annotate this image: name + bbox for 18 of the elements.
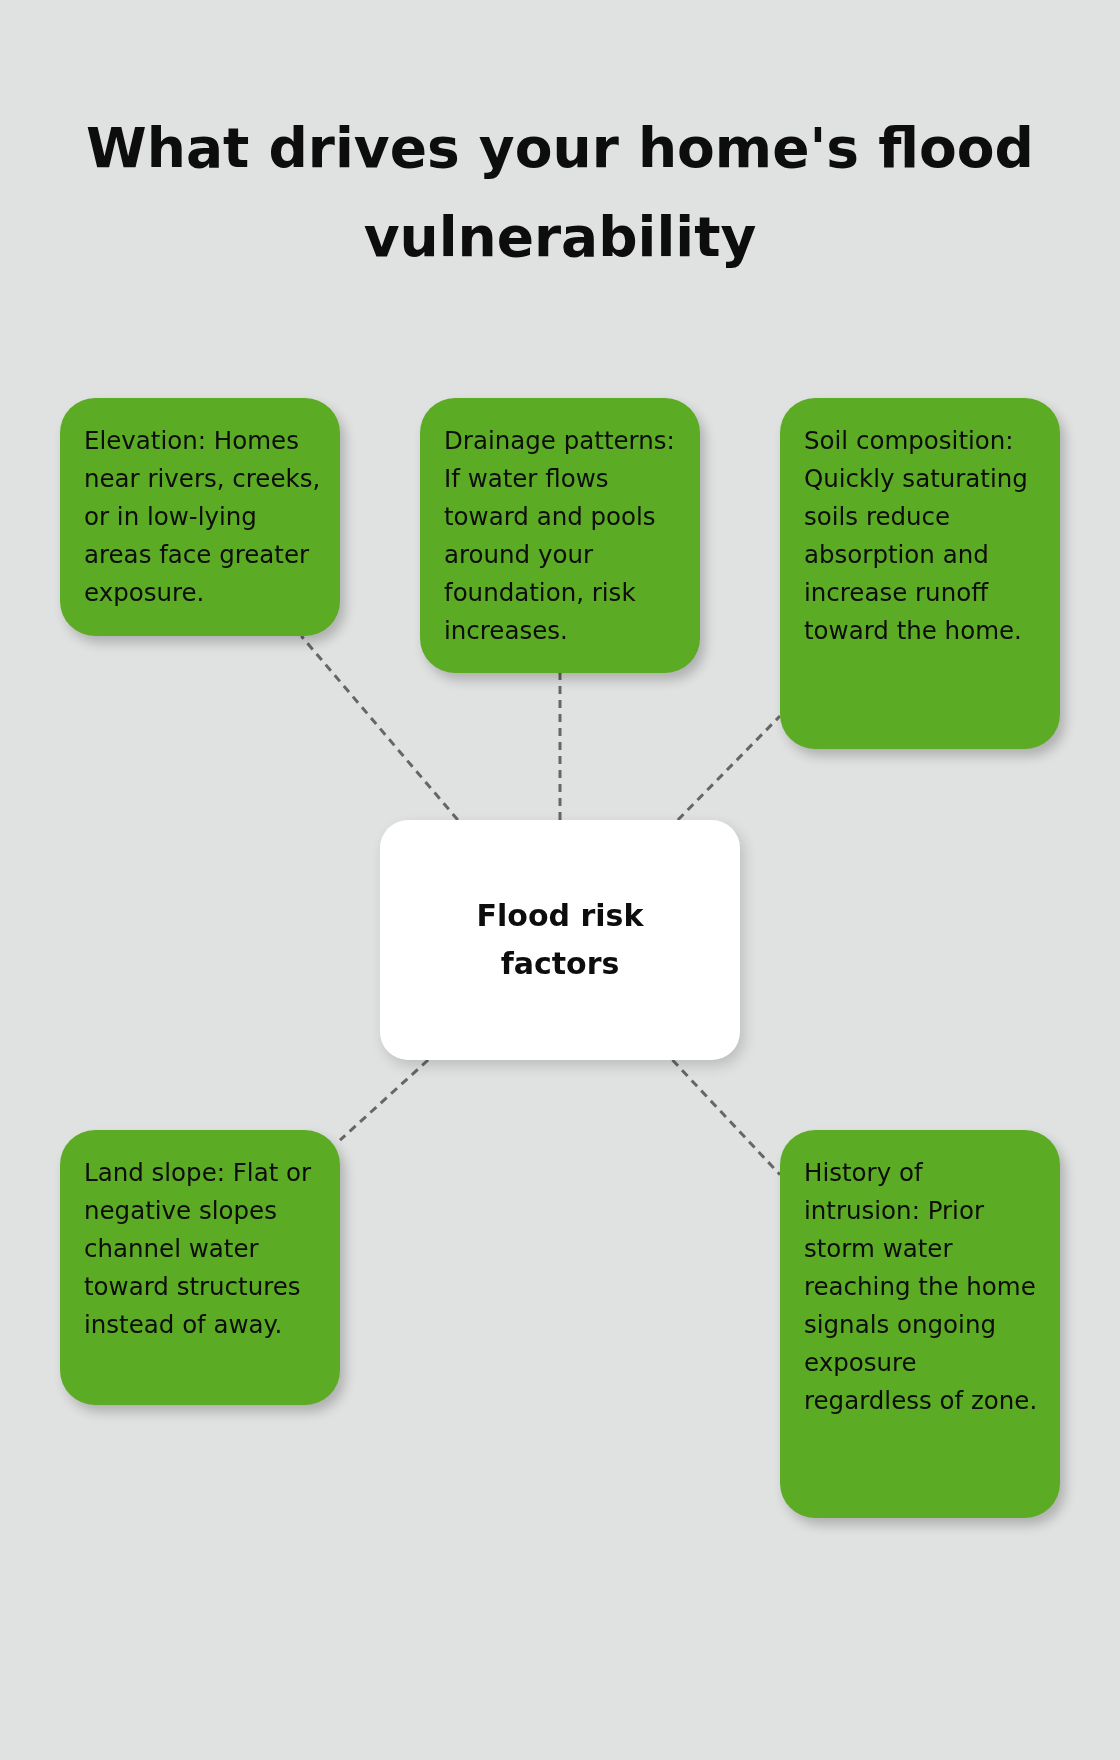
topic-label: Flood risk factors [475, 897, 645, 983]
factor-card [420, 398, 700, 673]
factor-description: Soil composition: Quickly saturating soils reduce absorption and increase runoff toward the home. [804, 425, 1029, 647]
central-topic-box [380, 820, 740, 1060]
factor-description: History of intrusion: Prior storm water reaching the home signals ongoing exposure regardless of zone. [804, 1157, 1039, 1417]
factor-card [60, 1130, 340, 1405]
factor-description: Land slope: Flat or negative slopes channel water toward structures instead of away. [84, 1157, 313, 1341]
title: What drives your home's flood vulnerability [85, 115, 1035, 271]
factor-card [60, 398, 340, 636]
factor-card [780, 1130, 1060, 1518]
factor-description: Drainage patterns: If water flows toward and pools around your foundation, risk increases. [444, 425, 676, 647]
connector-line [558, 673, 562, 820]
factor-card [780, 398, 1060, 749]
connector-line [300, 635, 459, 821]
connector-line [339, 1058, 430, 1142]
connector-line [671, 1058, 782, 1176]
factor-description: Elevation: Homes near rivers, creeks, or in low-lying areas face greater exposure. [84, 425, 322, 609]
connector-line [676, 714, 782, 822]
